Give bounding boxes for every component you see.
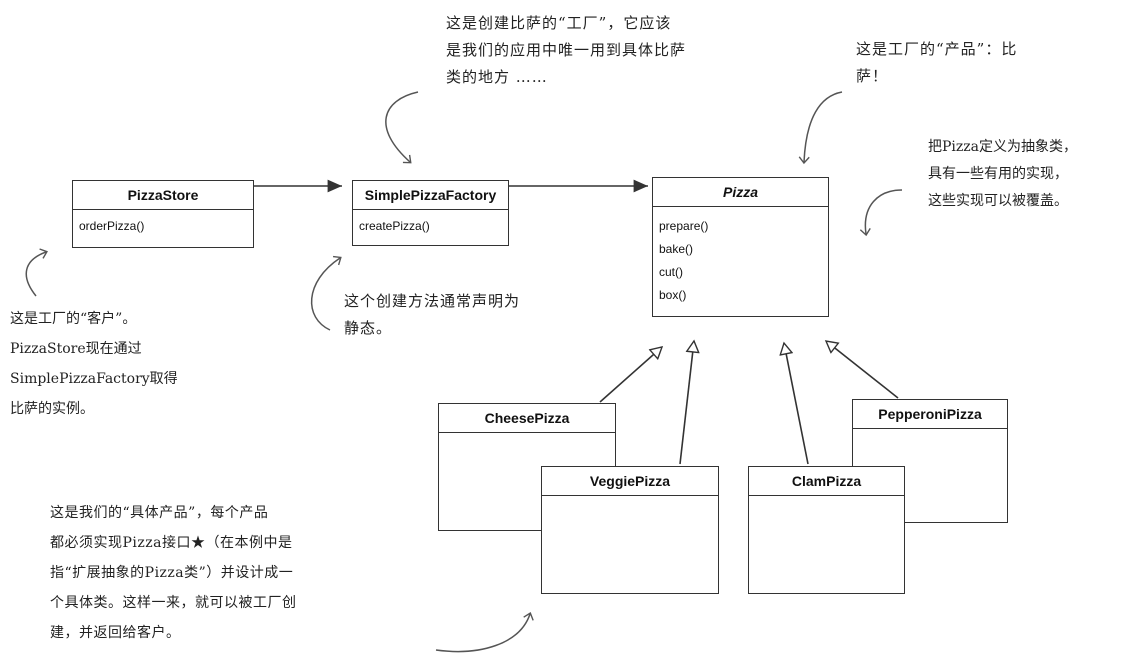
note-client: 这是工厂的“客户”。 PizzaStore现在通过 SimplePizzaFac… bbox=[10, 304, 178, 424]
method: bake() bbox=[659, 242, 694, 256]
clam-extends-pizza bbox=[784, 343, 809, 465]
note-line: 这是工厂的“客户”。 bbox=[10, 311, 137, 327]
client-note-arrow bbox=[25, 248, 48, 297]
note-line: 萨！ bbox=[856, 67, 889, 85]
method-list: prepare() bake() cut() box() bbox=[653, 207, 828, 314]
cheese-extends-pizza bbox=[599, 347, 662, 403]
note-concrete-products: 这是我们的“具体产品”，每个产品 都必须实现Pizza接口★（在本例中是 指“扩… bbox=[50, 498, 297, 648]
note-line: SimplePizzaFactory取得 bbox=[10, 371, 178, 387]
abstract-note-arrow bbox=[859, 189, 903, 237]
class-pizza: Pizza prepare() bake() cut() box() bbox=[652, 177, 829, 317]
factory-note-arrow bbox=[385, 91, 419, 164]
class-name: PepperoniPizza bbox=[853, 400, 1007, 429]
note-line: 把Pizza定义为抽象类， bbox=[928, 139, 1077, 155]
concrete-note-arrow bbox=[435, 612, 534, 653]
method: box() bbox=[659, 288, 687, 302]
note-line: 是我们的应用中唯一用到具体比萨 bbox=[446, 41, 687, 59]
note-product: 这是工厂的“产品”：比 萨！ bbox=[856, 36, 1017, 90]
class-pepperoni-pizza: PepperoniPizza bbox=[852, 399, 1008, 523]
note-line: 具有一些有用的实现， bbox=[928, 166, 1068, 182]
class-name: CheesePizza bbox=[439, 404, 615, 433]
class-veggie-pizza: VeggiePizza bbox=[541, 466, 719, 594]
note-line: PizzaStore现在通过 bbox=[10, 341, 142, 357]
class-name: Pizza bbox=[653, 178, 828, 207]
method-list: orderPizza() bbox=[73, 210, 253, 245]
veggie-extends-pizza bbox=[679, 341, 694, 465]
note-line: 都必须实现Pizza接口★（在本例中是 bbox=[50, 535, 293, 551]
note-static: 这个创建方法通常声明为 静态。 bbox=[344, 288, 520, 342]
note-line: 指“扩展抽象的Pizza类”）并设计成一 bbox=[50, 565, 294, 581]
note-line: 静态。 bbox=[344, 319, 393, 337]
note-line: 个具体类。这样一来，就可以被工厂创 bbox=[50, 595, 297, 611]
method: prepare() bbox=[659, 219, 709, 233]
class-name: VeggiePizza bbox=[542, 467, 718, 496]
class-name: SimplePizzaFactory bbox=[353, 181, 508, 210]
note-factory: 这是创建比萨的“工厂”，它应该 是我们的应用中唯一用到具体比萨 类的地方 …… bbox=[446, 10, 686, 91]
note-line: 建，并返回给客户。 bbox=[50, 625, 181, 641]
pepperoni-extends-pizza bbox=[826, 341, 899, 399]
method: cut() bbox=[659, 265, 683, 279]
note-line: 这是工厂的“产品”：比 bbox=[856, 40, 1018, 58]
static-note-arrow bbox=[310, 255, 342, 331]
class-pizza-store: PizzaStore orderPizza() bbox=[72, 180, 254, 248]
method: createPizza() bbox=[359, 219, 430, 233]
class-clam-pizza: ClamPizza bbox=[748, 466, 905, 594]
note-abstract: 把Pizza定义为抽象类， 具有一些有用的实现， 这些实现可以被覆盖。 bbox=[928, 134, 1077, 215]
class-name: ClamPizza bbox=[749, 467, 904, 496]
note-line: 类的地方 …… bbox=[446, 68, 548, 86]
note-line: 这个创建方法通常声明为 bbox=[344, 292, 521, 310]
note-line: 这是我们的“具体产品”，每个产品 bbox=[50, 505, 269, 521]
product-note-arrow bbox=[798, 91, 843, 165]
method-list: createPizza() bbox=[353, 210, 508, 245]
note-line: 比萨的实例。 bbox=[10, 401, 94, 417]
class-simple-pizza-factory: SimplePizzaFactory createPizza() bbox=[352, 180, 509, 246]
note-line: 这是创建比萨的“工厂”，它应该 bbox=[446, 14, 672, 32]
method: orderPizza() bbox=[79, 219, 145, 233]
class-name: PizzaStore bbox=[73, 181, 253, 210]
note-line: 这些实现可以被覆盖。 bbox=[928, 193, 1068, 209]
